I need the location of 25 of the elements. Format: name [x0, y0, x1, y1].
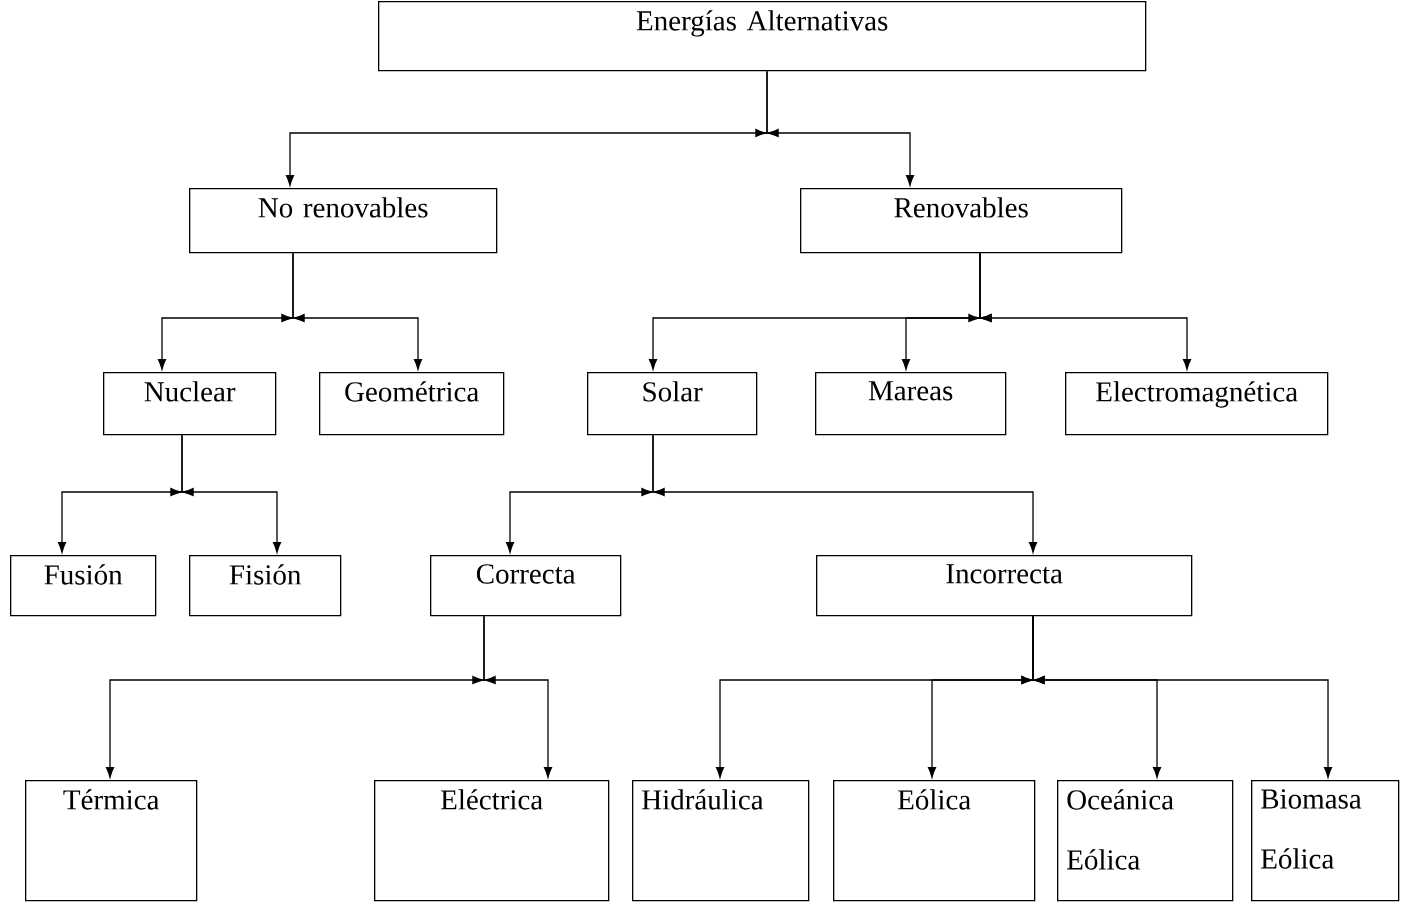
arrow	[472, 615, 553, 778]
box: Renovables	[800, 188, 1123, 254]
box: Térmica	[25, 780, 198, 902]
box: Eléctrica	[374, 780, 610, 902]
box: Fusión	[10, 555, 157, 617]
box: Energías Alternativas	[378, 1, 1147, 72]
arrow	[281, 252, 423, 370]
box: Incorrecta	[816, 555, 1193, 617]
box: No renovables	[189, 188, 498, 254]
arrow	[641, 434, 1038, 553]
arrow	[755, 70, 915, 186]
box: Solar	[587, 372, 758, 436]
box: Fisión	[189, 555, 342, 617]
box: Biomasa Eólica	[1251, 780, 1400, 902]
box: Oceánica Eólica	[1057, 780, 1234, 902]
box: Mareas	[815, 372, 1007, 436]
arrow	[1021, 615, 1333, 778]
box: Geométrica	[319, 372, 505, 436]
box: Eólica	[833, 780, 1036, 902]
box: Nuclear	[103, 372, 277, 436]
box: Correcta	[430, 555, 622, 617]
box: Hidráulica	[632, 780, 810, 902]
box: Electromagnética	[1065, 372, 1329, 436]
arrow	[968, 252, 1192, 370]
arrow	[170, 434, 282, 553]
